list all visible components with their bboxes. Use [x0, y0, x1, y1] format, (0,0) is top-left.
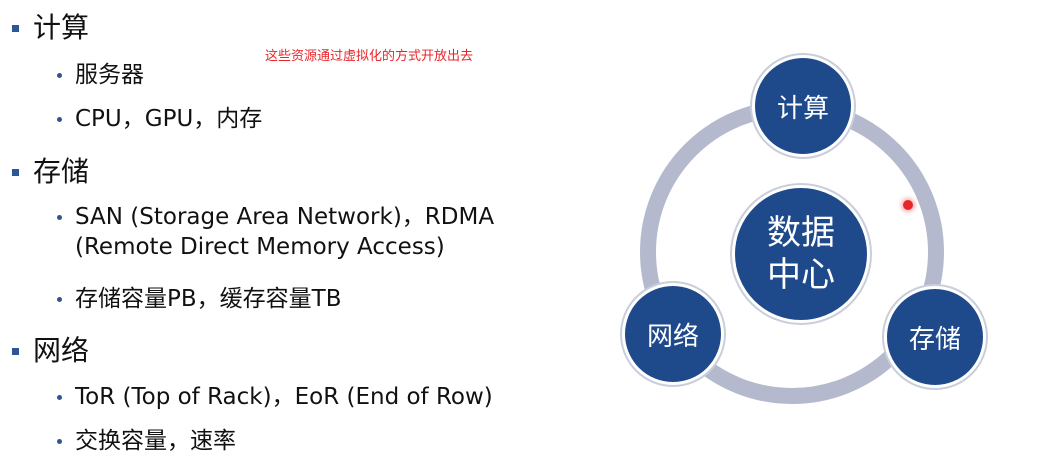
item-text: CPU，GPU，内存 [75, 106, 263, 132]
item-text: 服务器 [75, 62, 144, 88]
dot-bullet-icon [57, 73, 62, 78]
dot-bullet-icon [57, 297, 62, 302]
square-bullet-icon [12, 348, 19, 355]
heading-text: 存储 [33, 155, 90, 188]
node-label: 计算 [776, 93, 829, 124]
item-text: SAN (Storage Area Network)，RDMA (Remote … [75, 202, 494, 262]
center-node-line: 数据 [767, 213, 835, 253]
node-label: 存储 [908, 324, 961, 355]
item-text-line: SAN (Storage Area Network)，RDMA [75, 204, 495, 230]
item-text: 交换容量，速率 [75, 428, 236, 454]
dot-bullet-icon [57, 117, 62, 122]
node-storage: 存储 [884, 286, 986, 388]
node-label: 网络 [646, 321, 699, 352]
item-text-line: (Remote Direct Memory Access) [75, 234, 445, 260]
dot-bullet-icon [57, 439, 62, 444]
node-network: 网络 [622, 283, 724, 385]
heading-text: 网络 [33, 334, 90, 367]
center-node-label: 数据 中心 [767, 212, 835, 296]
item-text: ToR (Top of Rack)，EoR (End of Row) [75, 384, 493, 410]
dot-bullet-icon [57, 395, 62, 400]
laser-pointer-icon [903, 200, 913, 210]
handwritten-annotation: 这些资源通过虚拟化的方式开放出去 [265, 49, 474, 64]
square-bullet-icon [12, 169, 19, 176]
item-text: 存储容量PB，缓存容量TB [75, 286, 342, 312]
center-node-datacenter: 数据 中心 [732, 185, 870, 323]
bullet-list: 计算 服务器 CPU，GPU，内存 存储 SAN (Storage Area N… [12, 11, 494, 454]
center-node-line: 中心 [767, 255, 835, 295]
square-bullet-icon [12, 25, 19, 32]
datacenter-diagram: 数据 中心 计算 网络 存储 [600, 50, 1040, 475]
node-compute: 计算 [752, 55, 854, 157]
heading-text: 计算 [33, 11, 90, 44]
dot-bullet-icon [57, 215, 62, 220]
